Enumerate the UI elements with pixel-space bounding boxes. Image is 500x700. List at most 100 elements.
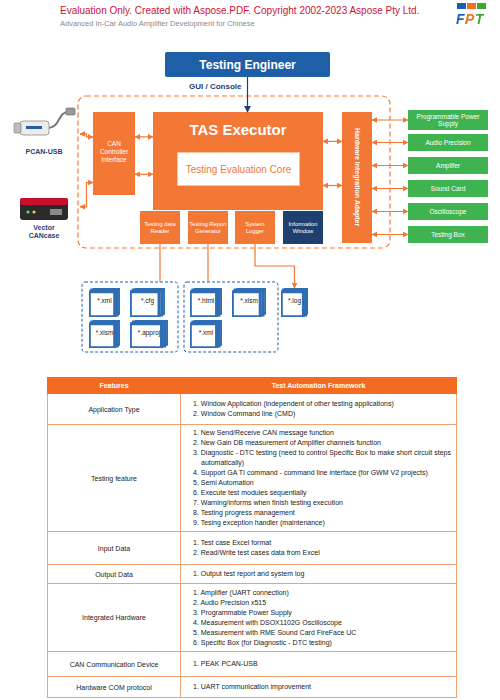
actor-box: Testing Engineer [165,52,330,77]
subtitle: Advanced In-Car Audio Amplifier Developm… [60,19,255,28]
list-item: 4. Support GA TI command - command line … [185,468,452,478]
node-text: Hardware Integration Adapter [354,128,361,226]
hardware-box: Sound Card [408,180,488,197]
table-cell: Features [48,378,181,394]
plug [66,108,75,115]
column [181,378,457,698]
list-item: 1. Output test report and system log [185,569,452,579]
table-cell: Test Automation Framework [181,378,457,394]
table-row: Hardware COM protocol1. UART communicati… [48,677,457,698]
node-text: *.xml [97,297,111,304]
node-text: *.xlsm [240,297,258,304]
status-led [32,210,35,213]
port [50,209,62,215]
node-text: *.xlsm [96,329,114,336]
system-boundary [78,96,390,248]
page-sheet [281,292,303,317]
node-text: Oscilloscope [430,208,467,215]
table-cell: Testing feature [48,425,181,532]
table-cell: 1. Output test report and system log [181,565,457,584]
interface-box: CAN Controller Interface [93,112,135,195]
column [48,378,181,698]
table-cell: 1. UART communication improvement [181,677,457,698]
row-header: Testing feature [52,475,176,482]
node-text: *.approj [138,329,160,336]
page-sheet [190,324,216,348]
file-icon: *.xlsm [89,320,120,348]
edge-label: GUI / Console [189,82,241,91]
status-led [26,210,29,213]
node-text: Testing Evaluation Core [186,164,292,175]
db9-connector [14,123,21,133]
node-text: Programmable Power Supply [412,113,484,128]
list-item: 2. Audio Precision x515 [185,598,452,608]
leader-line [207,244,208,282]
logo-square [467,3,476,9]
column-header: Test Automation Framework [185,382,452,389]
table-cell: Hardware COM protocol [48,677,181,698]
connector [135,174,153,175]
usb-adapter-illustration [12,106,76,148]
table-row: Output Data 1. Output test report and sys… [48,565,457,584]
node-text: Testing data Reader [141,221,179,235]
device-node: Vector CANcase [8,190,80,246]
module-box: System Logger [235,211,275,244]
table-cell: 1. Amplifier (UART connection)2. Audio P… [181,584,457,652]
connector [80,183,93,207]
list-item: 1. PEAK PCAN-USB [185,659,452,669]
list-item: 5. Semi Automation [185,478,452,488]
node-text: Audio Precision [425,139,470,146]
node-text: *.html [198,297,215,304]
node-text: Vector CANcase [22,224,66,241]
cable [48,112,68,128]
connector [247,77,248,112]
connector [372,165,408,166]
table-row: Application Type 1. Window Application (i… [48,394,457,425]
file-icon: *.xml [190,320,222,348]
connector [80,134,93,137]
page-sheet [190,292,216,317]
table-cell: 1. New Send/Receive CAN message function… [181,425,457,532]
row-header: Output Data [52,571,176,578]
hardware-box: Programmable Power Supply [408,110,488,130]
file-icon: *.log [281,288,308,317]
node-text: Testing Engineer [199,58,295,72]
page-sheet [89,324,114,348]
node-text: *.log [288,297,301,304]
connector [135,136,153,137]
connector [372,142,408,143]
table-cell: 1. PEAK PCAN-USB [181,652,457,677]
page-sheet [130,292,159,317]
hardware-box: Amplifer [408,157,488,174]
node-text: Amplifer [436,162,460,169]
case-top [20,198,68,205]
table-cell: Integrated Hardware [48,584,181,652]
list-item: 1. New Send/Receive CAN message function [185,428,452,438]
list-item: 4. Measurement with DSOX1102G Oscillosco… [185,618,452,628]
row-header: CAN Communication Device [52,661,176,668]
hardware-box: Audio Precision [408,134,488,151]
connector [323,185,342,186]
cancase-illustration [14,190,74,224]
list-item: 2. Read/Write test cases data from Excel [185,548,452,558]
brand-stripe [26,126,42,129]
list-item: 7. Warning/informs when finish testing e… [185,498,452,508]
page-sheet [232,292,260,317]
watermark: Evaluation Only. Created with Aspose.PDF… [60,5,419,16]
leader-line [159,244,160,282]
page-sheet [89,292,114,317]
list-item: 8. Testing progress management [185,508,452,518]
case-body [20,198,68,220]
row-header: Input Data [52,545,176,552]
table-body: Features Test Automation FrameworkApplica… [48,378,457,698]
list-item: 1. Window Application (independent of ot… [185,399,452,409]
node-text: TAS Executor [189,121,286,138]
table-cell: Application Type [48,394,181,425]
row-header: Application Type [52,406,176,413]
list-item: 5. Measurement with RME Sound Card FireF… [185,628,452,638]
table-row: Input Data1. Test case Excel format2. Re… [48,532,457,565]
hardware-box: Testing Box [408,226,488,243]
table-row: Integrated Hardware1. Amplifier (UART co… [48,584,457,652]
file-icon: *.html [190,288,222,317]
core-box: Testing Evaluation Core [177,152,300,186]
